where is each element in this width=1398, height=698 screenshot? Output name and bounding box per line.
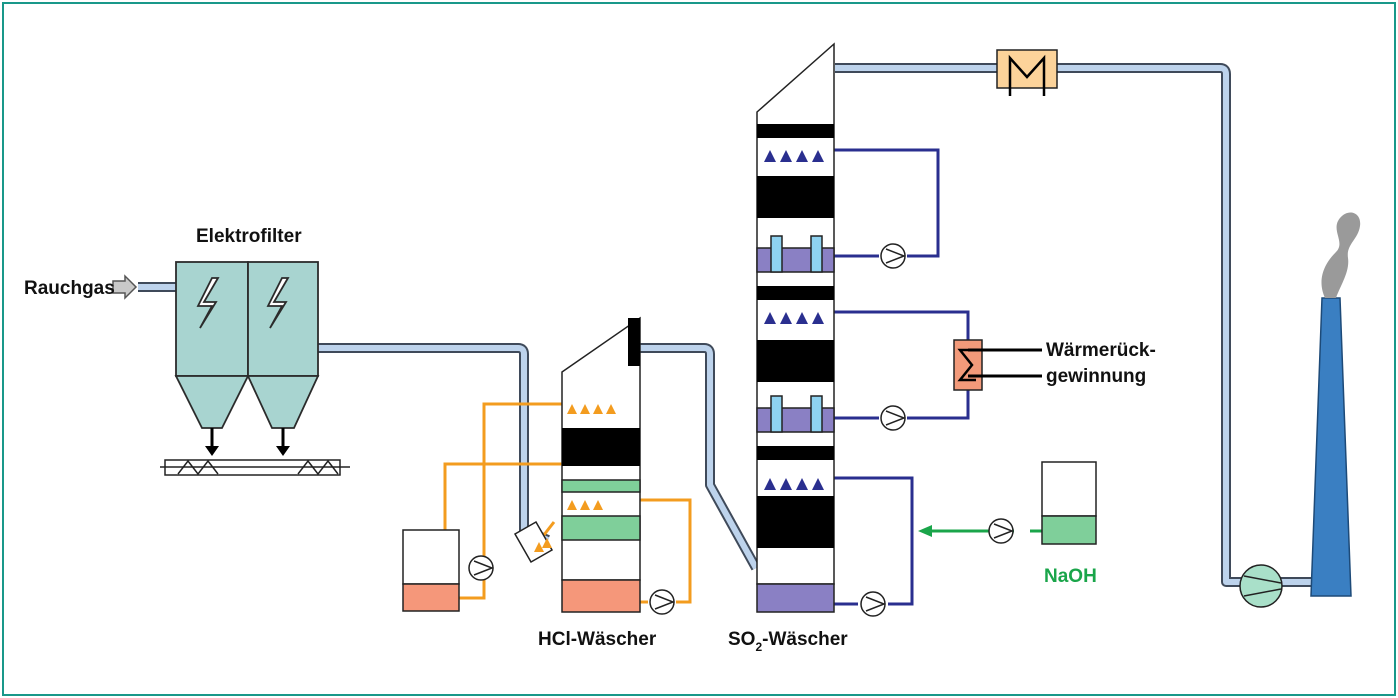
so2-scrubber [756,42,835,613]
label-rauchgas: Rauchgas [24,278,115,299]
so2-pump-1 [880,243,907,269]
hcl-tank [402,529,460,612]
pump-icon [880,243,906,269]
label-so2-subscript: 2 [755,640,762,654]
pump-icon [860,591,886,617]
label-so2-prefix: SO [728,629,755,650]
pump-icon [468,555,494,581]
filter-to-hcl-pipe [318,343,550,545]
hcl-sump [561,579,641,613]
label-so2-suffix: -Wäscher [762,629,848,650]
dosing-unit [770,235,783,273]
so2-pump-3 [860,591,887,617]
label-waermerueck: Wärmerück- [1046,340,1156,361]
chimney [1310,212,1361,597]
label-hcl-waescher: HCl-Wäscher [538,629,657,650]
hopper-2 [246,375,320,429]
induced-draft-fan [1239,564,1283,608]
hcl-packing-green-upper [561,479,641,493]
hcl-spray-nozzles [534,404,616,552]
hcl-scrubber [513,316,641,613]
pump-icon [880,405,906,431]
so2-to-stack-pipe [835,63,1316,587]
hcl-demister [628,318,640,366]
so2-sump [756,583,835,613]
dosing-unit [810,395,823,433]
so2-spray-nozzles [764,150,824,490]
hcl-packing-black [562,428,640,466]
arrow-down-icon [276,446,290,456]
flue-gas-inlet-arrow-icon [112,274,138,300]
gas-pipe-network [138,63,1316,587]
screw-conveyor [160,459,350,476]
hcl-pump-2 [649,589,676,615]
lightning-icon [266,277,290,329]
hcl-pump-1 [468,555,495,581]
pump-icon [988,518,1014,544]
dosing-unit [770,395,783,433]
hopper-1 [174,375,250,429]
lightning-icon [196,277,220,329]
label-elektrofilter: Elektrofilter [196,226,302,247]
naoh-tank [1041,461,1097,517]
hcl-to-so2-pipe [640,343,761,571]
label-gewinnung: gewinnung [1046,366,1146,387]
heat-recovery-exchanger [953,339,1042,391]
dosing-unit [810,235,823,273]
fan-icon [1239,564,1283,608]
so2-pump-2 [880,405,907,431]
label-naoh: NaOH [1044,566,1097,587]
electrostatic-precipitator [174,261,320,429]
naoh-supply [918,461,1097,545]
ash-discharge [205,428,290,456]
smoke-plume [1321,212,1361,298]
reheater [996,49,1058,96]
label-so2-waescher: SO2-Wäscher [728,629,848,654]
arrow-left-icon [918,525,932,537]
arrow-down-icon [205,446,219,456]
hcl-packing-green-lower [561,515,641,541]
pump-icon [649,589,675,615]
